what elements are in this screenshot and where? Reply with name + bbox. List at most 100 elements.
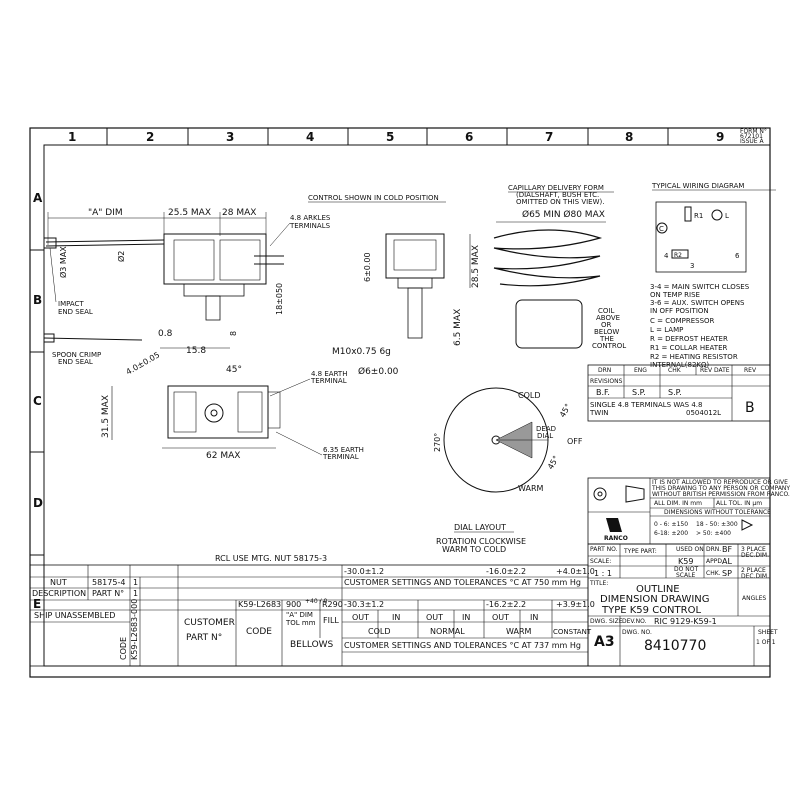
code-label: CODE — [119, 637, 128, 660]
col-label: 6 — [465, 130, 473, 144]
nut-label: NUT — [50, 578, 67, 587]
setting-constant: +4.0±1.0 — [556, 567, 595, 576]
wiring-node: 3 — [690, 262, 694, 270]
form-ref: 672101 — [740, 133, 763, 140]
col-label: 7 — [545, 130, 553, 144]
col-out: OUT — [492, 613, 509, 622]
dim-0-8: 0.8 — [158, 329, 173, 339]
dia6: Ø6±0.00 — [358, 366, 399, 377]
wiring-legend: R1 = COLLAR HEATER — [650, 344, 727, 352]
dim-28-5: 28.5 MAX — [471, 245, 481, 288]
drn-label: DRN. — [706, 546, 721, 553]
refrigerant: R290 — [322, 600, 343, 609]
wiring-node: C — [659, 225, 664, 233]
dwg-no-label: DWG. NO. — [622, 629, 652, 636]
used-on-label: USED ON — [676, 546, 704, 553]
do-not-scale: DO NOT — [674, 566, 698, 573]
col-warm: WARM — [506, 627, 532, 636]
col-label: 8 — [625, 130, 633, 144]
wiring-title: TYPICAL WIRING DIAGRAM — [651, 182, 744, 190]
dim-25-5: 25.5 MAX — [168, 208, 211, 218]
row-ruler: A B C D E — [30, 191, 44, 611]
notice: THIS DRAWING TO ANY PERSON OR COMPANY — [651, 485, 790, 492]
sheet-label: SHEET — [758, 629, 778, 636]
angles-label: ANGLES — [742, 595, 766, 602]
rev-header: REV — [744, 367, 757, 374]
col-in: IN — [392, 613, 400, 622]
wiring-legend: R = DEFROST HEATER — [650, 335, 728, 343]
earth-48: TERMINAL — [310, 377, 347, 385]
wiring-legend: ON TEMP RISE — [650, 291, 700, 299]
arkles-terminals: 4.8 ARKLES — [290, 214, 331, 222]
bellows: BELLOWS — [290, 640, 334, 650]
earth-48: 4.8 EARTH — [311, 370, 347, 378]
rev-ref: 0504012L — [686, 409, 721, 417]
appd-label: APPD. — [706, 558, 724, 565]
part-no-label: PART NO. — [590, 546, 618, 553]
drawing-title: OUTLINE — [636, 584, 680, 595]
rev-header: REV DATE — [700, 367, 730, 374]
sheet: 1 OF 1 — [756, 639, 776, 646]
used-on: K59 — [678, 557, 693, 566]
m10: M10x0.75 6g — [332, 347, 391, 357]
dim-6-5: 6.5 MAX — [453, 309, 463, 346]
spoon-crimp: SPOON CRIMP — [52, 351, 101, 359]
dial-layout: COLD WARM OFF DEAD DIAL 270° 45° 45° DIA… — [433, 387, 583, 554]
wiring-legend: R2 = HEATING RESISTOR — [650, 353, 738, 361]
tol-row: 6-18: ±200 — [654, 530, 688, 537]
dial-dead: DIAL — [537, 432, 553, 440]
dim-62: 62 MAX — [206, 451, 240, 461]
place2: DEC.DIM. — [741, 573, 769, 580]
col-label: 9 — [716, 130, 724, 144]
dial-off: OFF — [567, 437, 583, 446]
nut-qty: 1 — [133, 578, 138, 587]
scale-label: SCALE: — [590, 558, 611, 565]
appd: AL — [722, 557, 732, 566]
tol-row: > 50: ±400 — [696, 530, 731, 537]
capillary-note: OMITTED ON THIS VIEW). — [516, 198, 604, 206]
rev-header: DRN — [598, 367, 611, 374]
wiring-legend: 3-6 = AUX. SWITCH OPENS — [650, 299, 745, 307]
dim-18: 18±050 — [275, 283, 284, 315]
rev-sig: S.P. — [668, 388, 682, 397]
dial-270: 270° — [433, 433, 442, 452]
capillary-note: (DIALSHAFT, BUSH ETC. — [516, 191, 599, 199]
end-view: 6±0.00 M10x0.75 6g Ø6±0.00 6.5 MAX 28.5 … — [332, 233, 481, 377]
revision-block: DRN ENG CHK REV DATE REV REVISIONS B.F. … — [587, 364, 771, 422]
chk: SP — [722, 569, 732, 578]
setting-constant-2: +3.9±1.0 — [556, 600, 595, 609]
customer-part-label: PART N° — [186, 633, 222, 643]
row-label: D — [33, 496, 43, 510]
rev-sig: B.F. — [596, 388, 610, 397]
coil-note: THE — [599, 335, 614, 343]
a-dim-header: TOL mm — [285, 619, 316, 627]
a-dim-header: "A" DIM — [286, 611, 313, 619]
wiring-legend: C = COMPRESSOR — [650, 317, 715, 325]
arkles-terminals: TERMINALS — [289, 222, 331, 230]
col-label: 2 — [146, 130, 154, 144]
part-label: PART N° — [92, 589, 124, 598]
wiring-node: L — [725, 212, 729, 220]
a-dim-value: 900 — [286, 600, 301, 609]
fill-header: FILL — [323, 616, 339, 625]
chk-label: CHK. — [706, 570, 721, 577]
col-out: OUT — [352, 613, 369, 622]
dial-rotation: ROTATION CLOCKWISE — [436, 537, 526, 546]
column-ruler: 1 2 3 4 5 6 7 8 9 FORM N° 672101 ISSUE A — [68, 128, 767, 145]
col-constant: CONSTANT — [553, 628, 592, 636]
type-part-label: TYPE PART: — [623, 548, 657, 555]
dims-unit: ALL DIM. IN mm — [654, 500, 702, 507]
coil-diameter: Ø65 MIN Ø80 MAX — [522, 209, 605, 220]
coil-note: OR — [601, 321, 612, 329]
scale: 1 : 1 — [594, 569, 612, 578]
sheet-size: A3 — [594, 634, 615, 650]
setting-warm-out-2: -16.2±2.2 — [486, 600, 526, 609]
rev-note: TWIN — [589, 409, 609, 417]
form-ref: ISSUE A — [740, 138, 764, 145]
drawing-title: DIMENSION DRAWING — [600, 594, 710, 605]
ship-unassembled: SHIP UNASSEMBLED — [34, 611, 115, 620]
col-label: 1 — [68, 130, 76, 144]
coil-note: COIL — [598, 307, 614, 315]
rev-header: ENG — [634, 367, 647, 374]
